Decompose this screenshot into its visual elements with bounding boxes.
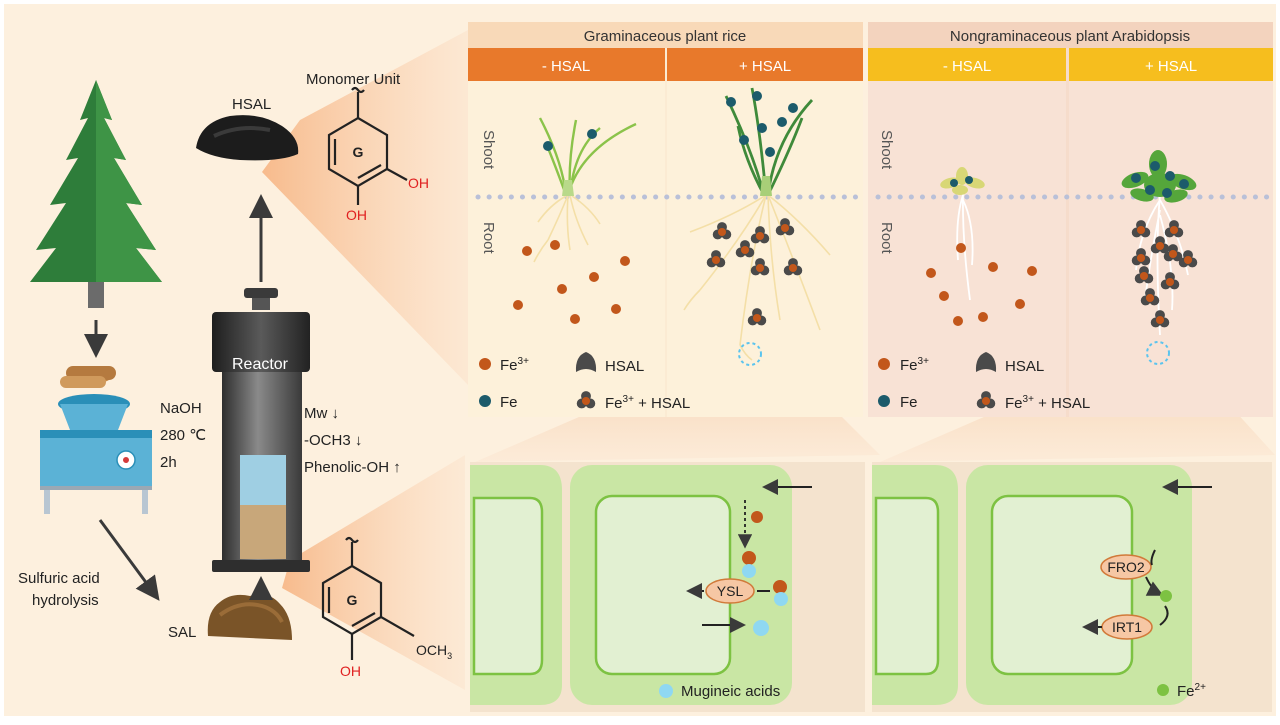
fe3-hsal-complex-icon [1150,236,1170,254]
fro2-label: FRO2 [1107,559,1145,575]
fe3-hsal-complex-icon [750,258,770,276]
hsal-oh-label-2: OH [346,207,367,223]
arab-plant-plus-hsal [1121,150,1197,365]
mugineic-legend-label: Mugineic acids [681,683,780,700]
fe3-hsal-complex-icon [712,222,732,240]
fe2-legend-label: Fe2+ [1177,682,1206,700]
sal-projection-beam [282,455,465,690]
fe3-hsal-complex-icon [1160,272,1180,290]
rice-legend: Fe3+ Fe HSAL Fe3+ + HSAL [479,352,690,412]
hydrolysis-label: hydrolysis [32,592,99,609]
svg-text:Fe3+: Fe3+ [900,356,929,374]
hsal-oh-label-1: OH [408,175,429,191]
fe3-hsal-complex-icon [706,250,726,268]
fe3-dots [513,240,1037,326]
svg-text:HSAL: HSAL [605,358,644,375]
fe3-hsal-complex-icon [1131,248,1151,266]
hsal-pile [196,115,299,161]
fe3-hsal-complex-icon [1131,220,1151,238]
fe3-hsal-complex-icon [775,218,795,236]
ysl-label: YSL [717,583,744,599]
arab-minus-hsal-header: - HSAL [943,58,991,75]
arab-plus-hsal-header: + HSAL [1145,58,1197,75]
svg-text:Fe3+: Fe3+ [500,356,529,374]
monomer-unit-label: Monomer Unit [306,71,401,88]
hsal-monomer-structure [327,86,408,205]
fe3-hsal-complex-icon [1134,266,1154,284]
fe3-hsal-complex-icon [576,391,596,409]
fe2-legend-dot [1157,684,1169,696]
irt1-label: IRT1 [1112,619,1142,635]
fe3-hsal-complex-icon [1140,288,1160,306]
temperature-label: 280 ℃ [160,427,206,444]
fe3-hsal-complex-icon [1178,250,1198,268]
arab-shoot-label: Shoot [878,130,895,170]
sal-pile [207,594,292,640]
fe3-hsal-complex-icon [1164,220,1184,238]
arab-cell-panel [872,462,1272,712]
arab-panel [868,22,1273,417]
sal-label: SAL [168,624,196,641]
reactor-label: Reactor [232,356,289,373]
sal-g-label: G [347,592,358,608]
svg-text:Fe: Fe [500,394,518,411]
fe3-hsal-complex-icon [783,258,803,276]
rice-plant-minus-hsal [533,117,637,263]
fe3-hsal-complex-icon [1163,244,1183,262]
sal-oh-label: OH [340,663,361,679]
methoxy-change-label: -OCH3 ↓ [304,432,362,449]
svg-text:Fe3+ + HSAL: Fe3+ + HSAL [1005,394,1090,412]
mill-machine [40,366,152,514]
sulfuric-acid-label: Sulfuric acid [18,570,100,587]
sal-monomer-structure [321,536,415,660]
rice-plus-hsal-header: + HSAL [739,58,791,75]
rice-plant-plus-hsal [683,87,831,366]
pine-tree [30,80,162,308]
rice-panel [468,22,863,417]
arab-plant-minus-hsal [940,167,985,301]
hsal-label: HSAL [232,96,271,113]
reactor [212,288,310,572]
svg-text:Fe: Fe [900,394,918,411]
arrow-mill-to-sal [98,519,160,601]
mugineic-legend-dot [659,684,673,698]
mw-change-label: Mw ↓ [304,405,339,422]
svg-text:Fe3+ + HSAL: Fe3+ + HSAL [605,394,690,412]
fe3-hsal-complex-icon [735,240,755,258]
phenolic-change-label: Phenolic-OH ↑ [304,459,401,476]
rice-cell-panel [470,462,865,712]
hsal-projection-beam [262,30,468,385]
rice-minus-hsal-header: - HSAL [542,58,590,75]
sal-och3-label: OCH3 [416,642,452,661]
arab-panel-title: Nongraminaceous plant Arabidopsis [950,28,1190,45]
rice-shoot-label: Shoot [480,130,497,170]
naoh-label: NaOH [160,400,202,417]
arab-mechanism [1082,479,1212,640]
fe3-hsal-complex-icon [1150,310,1170,328]
fe3-hsal-complex-icon [976,391,996,409]
rice-root-label: Root [480,222,497,255]
rice-panel-title: Graminaceous plant rice [584,28,747,45]
hsal-g-label: G [353,144,364,160]
svg-text:HSAL: HSAL [1005,358,1044,375]
time-label: 2h [160,454,177,471]
fe3-hsal-complex-icon [747,308,767,326]
fe3-hsal-complex-icon [750,226,770,244]
rice-mechanism [686,479,812,636]
arab-root-label: Root [878,222,895,255]
arab-legend: Fe3+ Fe HSAL Fe3+ + HSAL [878,352,1090,412]
